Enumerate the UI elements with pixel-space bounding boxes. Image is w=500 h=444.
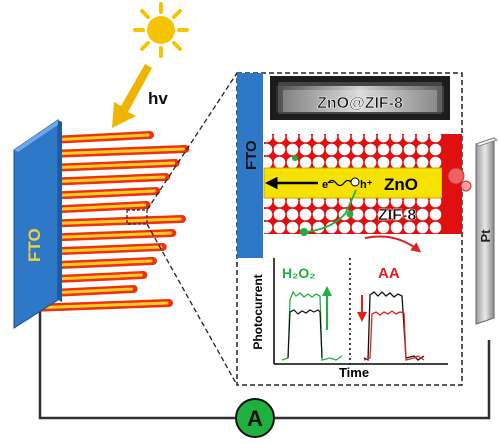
photocurrent-plot: [273, 258, 448, 365]
x-axis-label: Time: [339, 365, 369, 380]
fto-electrode: [13, 119, 62, 329]
nanorod-array: [26, 131, 190, 312]
fto-zoom-bar: [237, 73, 263, 258]
h2o2-trace-before: [287, 309, 323, 359]
light-arrow-icon: [112, 64, 152, 128]
core-shell-structure: [263, 134, 462, 234]
nanorod-core: [48, 133, 150, 142]
nanorod-core: [45, 161, 176, 170]
ammeter-label: A: [247, 406, 263, 431]
molecule-icon-small: [460, 180, 472, 192]
zif8-label: ZIF-8: [378, 207, 416, 224]
sun-icon: [133, 2, 189, 58]
aa-label: AA: [378, 265, 400, 282]
electron-label: e⁻: [322, 179, 334, 191]
fto-label-zoom: FTO: [243, 140, 260, 170]
zno-label: ZnO: [384, 175, 418, 194]
h2o2-trace-after: [281, 290, 343, 361]
sem-image: [270, 76, 450, 120]
aa-trace-before: [363, 291, 425, 362]
zoom-line-bottom: [146, 223, 238, 386]
pt-electrode: [475, 137, 498, 325]
sem-title: ZnO@ZIF-8: [317, 95, 403, 112]
fto-label-left: FTO: [25, 228, 44, 262]
nanorod-core: [28, 301, 169, 310]
zoom-line-top: [146, 72, 238, 211]
h2o2-molecule: [292, 155, 298, 161]
h2o2-label: H₂O₂: [282, 265, 315, 281]
pt-label: Pt: [478, 229, 493, 243]
zoom-marker: [126, 209, 148, 225]
ammeter-icon: [235, 398, 275, 438]
light-label: hv: [148, 89, 168, 108]
aa-blocked-arrow: [364, 235, 422, 253]
h2o2-molecule: [346, 210, 354, 218]
molecule-icon: [447, 167, 465, 185]
sem-title-bg: [283, 90, 437, 112]
h2o2-diffusion-path: [303, 189, 357, 233]
aa-trace-after: [363, 310, 425, 361]
hole-icon: [350, 177, 360, 187]
y-axis-label: Photocurrent: [251, 274, 265, 349]
nanorod-core: [46, 147, 185, 156]
nanorod-core: [43, 175, 166, 184]
electron-path: [327, 179, 353, 187]
hole-label: h⁺: [360, 179, 373, 191]
nanorod-core: [38, 217, 182, 226]
